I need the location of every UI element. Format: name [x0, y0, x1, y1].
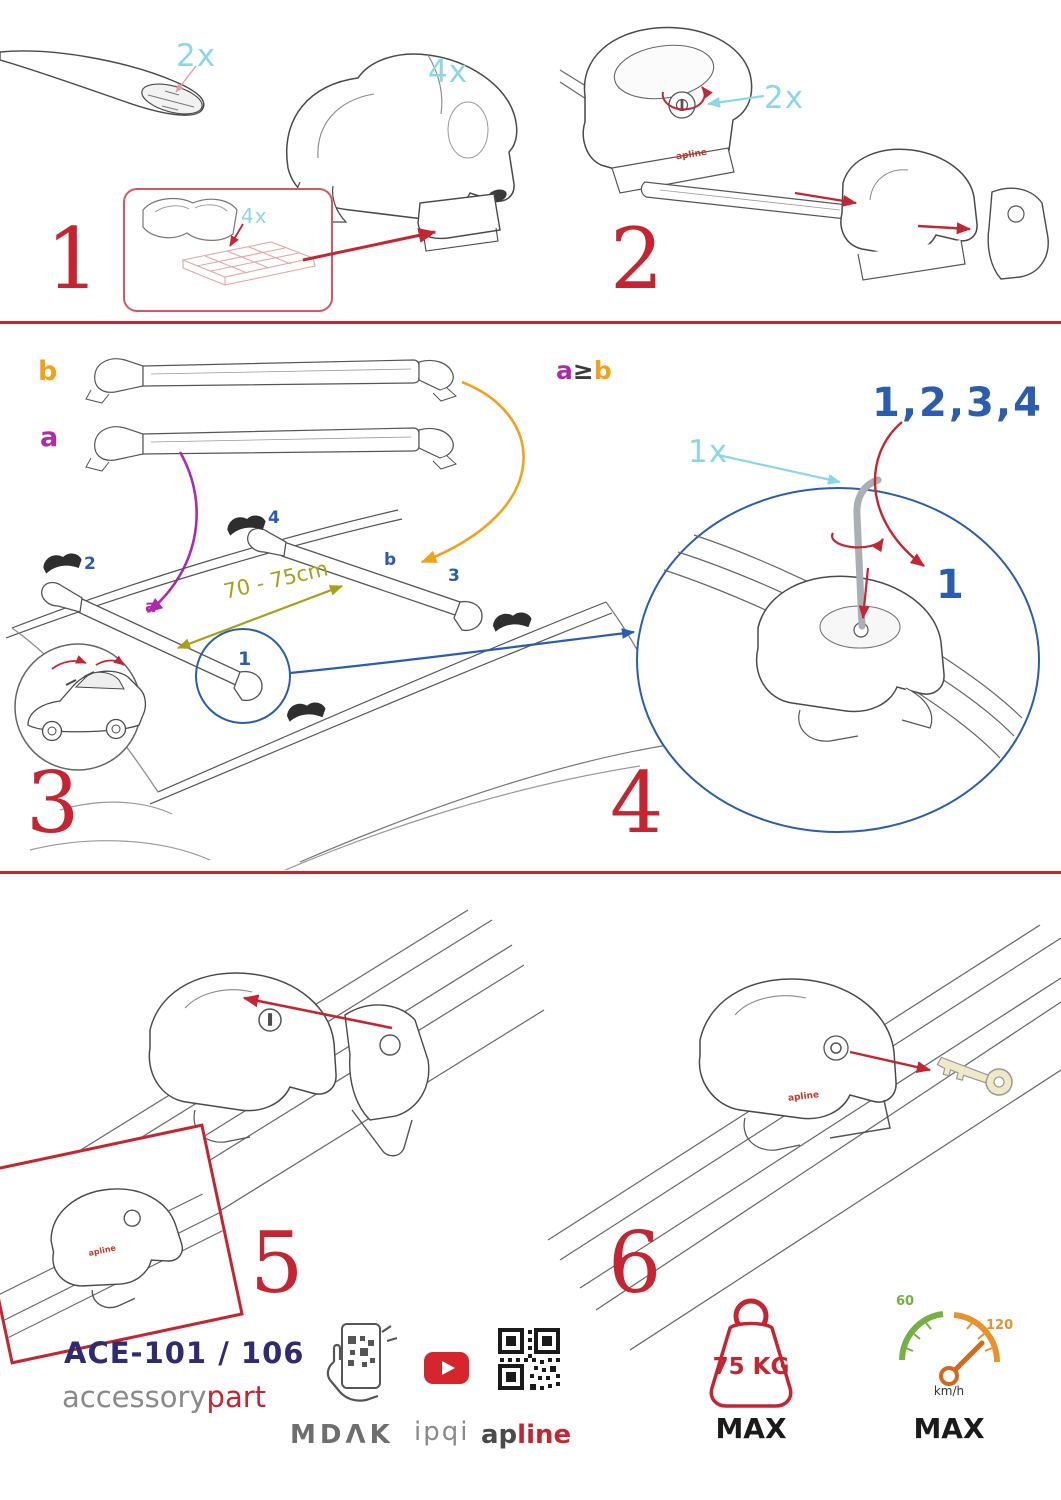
crossbar-b — [85, 358, 457, 404]
key-illustration — [936, 1056, 1013, 1096]
youtube-icon — [424, 1352, 469, 1384]
weight-max-label: MAX — [715, 1412, 787, 1445]
speedometer-icon — [899, 1311, 1001, 1386]
rule-a: a — [556, 356, 573, 385]
logo-line: line — [517, 1420, 572, 1450]
length-rule: a≥b — [556, 356, 612, 385]
step-4-number: 4 — [610, 754, 664, 852]
step-1-number: 1 — [46, 210, 100, 308]
speed-max-label: MAX — [913, 1412, 985, 1445]
qr-code — [498, 1328, 560, 1390]
distance-arrow — [176, 584, 344, 650]
press-arrow — [858, 567, 870, 620]
brand-part: part — [206, 1380, 267, 1414]
foot-qty-label: 4x — [428, 54, 469, 90]
brand-accessory: accessory — [62, 1380, 207, 1414]
speed-unit-label: km/h — [933, 1384, 965, 1398]
model-code: ACE-101 / 106 — [64, 1336, 305, 1370]
allen-key-icon — [853, 476, 882, 630]
car-inset-illustration — [14, 643, 147, 771]
pad-insert-arrow — [229, 223, 244, 247]
crossbar-illustration — [0, 50, 205, 116]
detail-foot — [755, 575, 945, 742]
crossbar-a — [85, 426, 457, 472]
sequence-arrow — [873, 421, 925, 567]
sequence-label: 1,2,3,4 — [872, 380, 1043, 426]
logo-ipqi: ipqi — [414, 1417, 470, 1447]
key-insert-arrow — [849, 1050, 932, 1073]
detail-position-label: 1 — [936, 562, 964, 608]
step5-cover — [344, 1004, 430, 1157]
inset-foot — [50, 1188, 183, 1309]
step5-foot — [148, 972, 337, 1143]
brand-wordmark: accessorypart — [62, 1380, 266, 1414]
step-6-number: 6 — [608, 1214, 662, 1312]
assembly-illustration — [640, 148, 1049, 281]
logo-ap: ap — [481, 1420, 518, 1450]
pad-inset-graphics — [142, 197, 316, 286]
key-qty-arrow — [717, 453, 842, 485]
key-qty-label: 1x — [688, 434, 729, 470]
logo-mdak: MDΛK — [290, 1420, 394, 1450]
speed-low-label: 60 — [896, 1294, 915, 1309]
step6-foot — [698, 978, 897, 1151]
roof-pos-a: a — [145, 597, 157, 617]
bar-a-label: a — [40, 422, 59, 453]
step-2-number: 2 — [610, 210, 664, 308]
roof-pos-2: 2 — [84, 554, 96, 574]
rotate-arrow — [831, 532, 884, 553]
roof-pos-4: 4 — [268, 508, 280, 528]
pad-to-foot-arrow — [302, 228, 437, 262]
mini-foot-underside — [142, 197, 238, 241]
arrow-bar-a — [146, 451, 198, 614]
speed-high-label: 120 — [986, 1318, 1014, 1333]
rule-b: b — [593, 356, 612, 385]
roof-illustration — [5, 509, 677, 870]
weight-value: 75 KG — [712, 1354, 790, 1380]
divider-bottom — [0, 871, 1061, 874]
step-3-number: 3 — [26, 754, 80, 852]
bar-qty-leader — [175, 65, 197, 93]
divider-top — [0, 321, 1061, 324]
foot-lock-illustration — [559, 26, 753, 194]
arrow-bar-b — [420, 380, 525, 564]
step3-4-graphics — [5, 358, 1040, 870]
step-5-number: 5 — [250, 1214, 304, 1312]
detail-connector-arrow — [289, 628, 636, 675]
tightening-detail-illustration — [636, 476, 1040, 833]
pad-inset-box: 4x — [123, 188, 333, 312]
lock-qty-label: 2x — [764, 80, 805, 116]
weight-icon — [709, 1298, 793, 1408]
inset-graphics — [0, 1188, 223, 1339]
logo-apline: apline — [481, 1420, 571, 1450]
roof-front-bar — [41, 581, 263, 702]
pad-qty-label: 4x — [241, 204, 268, 228]
bar-qty-label: 2x — [176, 38, 217, 74]
rule-op: ≥ — [572, 356, 594, 385]
position-1-circle — [195, 628, 291, 724]
step5-result-inset: apline — [0, 1123, 244, 1365]
bar-b-label: b — [38, 356, 58, 387]
qr-scan-icon — [326, 1323, 398, 1402]
roof-pos-3: 3 — [448, 566, 460, 586]
lock-qty-arrow — [706, 94, 765, 108]
roof-pos-1: 1 — [238, 648, 252, 670]
cover-attach-arrow — [242, 994, 393, 1030]
roof-pos-b: b — [384, 550, 397, 570]
